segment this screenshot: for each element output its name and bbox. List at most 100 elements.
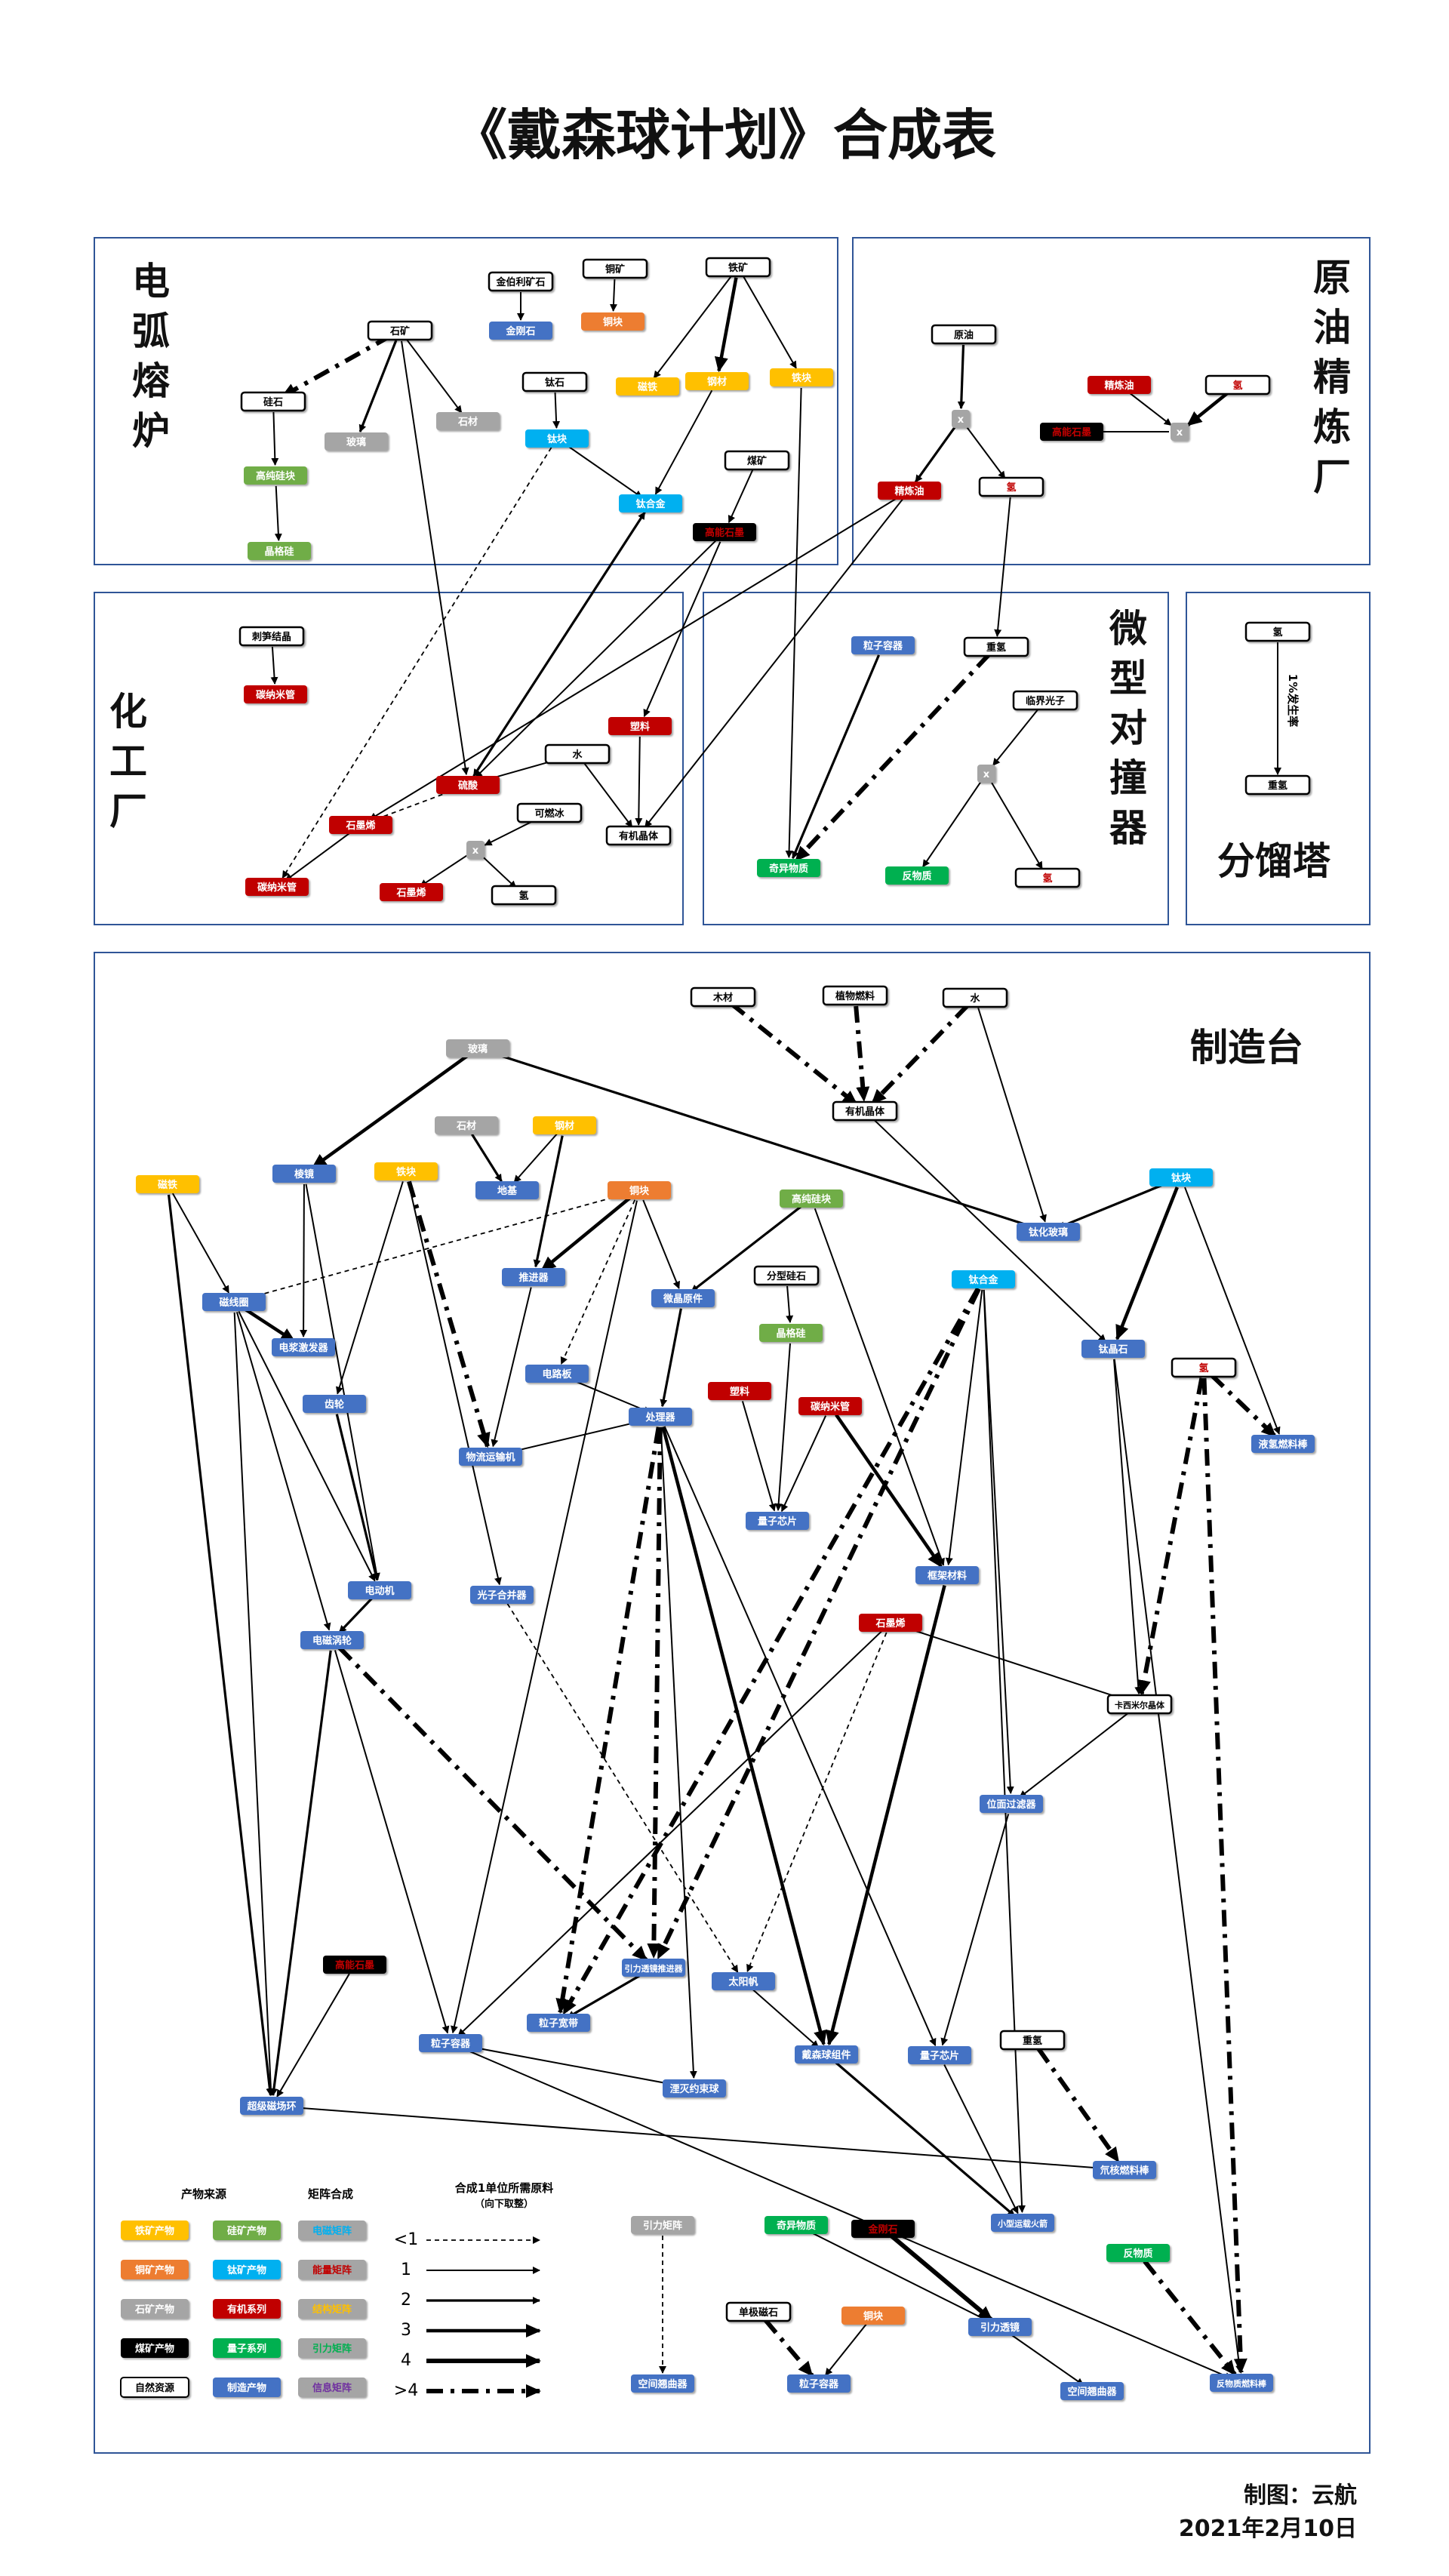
node-z_tialloy: 钛合金 xyxy=(952,1270,1015,1288)
node-a_stone: 石矿 xyxy=(367,320,433,341)
node-label: 分型硅石 xyxy=(767,1270,806,1282)
node-m_anti: 反物质 xyxy=(885,866,949,885)
node-z_casimir: 卡西米尔晶体 xyxy=(1106,1694,1173,1715)
edge-c_acid-to-a_tialloy xyxy=(472,511,646,777)
node-label: 棱镜 xyxy=(294,1168,314,1180)
node-label: 物流运输机 xyxy=(466,1451,515,1463)
node-z_cuingot2: 铜块 xyxy=(841,2307,905,2325)
legend-matrix-swatch-0 xyxy=(298,2221,366,2240)
node-c_water: 水 xyxy=(544,743,611,765)
edge-r_refoil-to-c_graphene1 xyxy=(369,495,901,820)
edge-c_x-to-c_h xyxy=(482,856,517,889)
node-m_x: x xyxy=(977,765,995,783)
legend-source-label: 有机系列 xyxy=(227,2304,266,2316)
node-c_x: x xyxy=(466,841,485,859)
edge-r_refoil-to-c_organic xyxy=(644,498,904,828)
node-z_circuit: 电路板 xyxy=(525,1365,589,1383)
edge-z_cuingot-to-z_circuit xyxy=(560,1199,636,1365)
node-z_steel: 钢材 xyxy=(533,1116,596,1134)
node-label: x xyxy=(983,769,990,780)
node-label: 引力透镜推进器 xyxy=(625,1963,684,1974)
legend-source-label: 量子系列 xyxy=(227,2343,266,2355)
edge-z_turbine-to-z_supermag xyxy=(269,1650,332,2097)
edge-z_diamond-to-z_gravlens2 xyxy=(889,2233,994,2322)
date-label: 2021年2月10日 xyxy=(1178,2516,1357,2542)
edge-z_steel-to-z_thruster xyxy=(533,1135,564,1268)
node-z_fracsi: 分型硅石 xyxy=(753,1265,820,1286)
node-label: 铁块 xyxy=(395,1166,417,1178)
edge-c_water-to-c_organic xyxy=(583,762,633,828)
edge-z_wood-to-z_organic xyxy=(730,1002,858,1106)
edge-m_x-to-m_anti xyxy=(922,782,981,868)
edge-z_singlecr-to-z_container2 xyxy=(763,2318,814,2377)
edge-z_nanotube-to-z_frame xyxy=(835,1414,943,1568)
edge-z_gravlens-to-z_deflector xyxy=(567,1971,645,2019)
edge-z_prism-to-z_motor xyxy=(305,1183,380,1581)
edge-a_tiingot-to-a_tialloy xyxy=(565,444,643,498)
node-a_feore: 铁矿 xyxy=(705,257,771,278)
node-label: 水 xyxy=(572,749,583,761)
edge-z_processor-to-z_gravlens xyxy=(647,1426,663,1959)
edge-z_cuingot2-to-z_container2 xyxy=(824,2323,868,2376)
legend-swatch-1 xyxy=(213,2221,281,2240)
edge-z_magnet-to-z_supermag xyxy=(167,1194,274,2097)
node-a_tialloy: 钛合金 xyxy=(619,494,682,512)
node-z_hydrofuel: 液氢燃料棒 xyxy=(1251,1435,1315,1453)
node-label: 硅石 xyxy=(263,396,283,408)
edge-z_processor-to-z_dyson xyxy=(661,1426,827,2046)
panel-fraction xyxy=(1186,592,1371,925)
edge-z_solar-to-z_dyson xyxy=(750,1987,820,2048)
legend-qty-label: 4 xyxy=(401,2351,411,2370)
node-label: 高纯硅块 xyxy=(256,470,296,482)
node-z_ticrystal: 钛晶石 xyxy=(1081,1340,1145,1358)
edge-a_stone-to-a_silicon xyxy=(281,334,392,399)
edge-a_feore-to-a_feingot xyxy=(743,275,797,369)
node-z_graphene: 石墨烯 xyxy=(859,1614,922,1632)
legend-source-title: 产物来源 xyxy=(181,2187,226,2201)
edge-z_thruster-to-z_conveyor xyxy=(491,1287,532,1448)
node-label: 氢 xyxy=(1006,482,1016,494)
node-a_diamond: 金刚石 xyxy=(489,322,552,340)
legend-swatch-0 xyxy=(121,2221,189,2240)
node-z_spacewarp1: 空间翘曲器 xyxy=(631,2374,694,2393)
node-c_ice: 可燃冰 xyxy=(516,802,583,823)
edge-z_processor-to-z_qchip xyxy=(663,1426,937,2047)
legend-qty-title: 合成1单位所需原料 xyxy=(454,2181,553,2195)
panel-assembler xyxy=(94,952,1371,2454)
node-label: 磁铁 xyxy=(638,381,657,393)
node-label: 精炼油 xyxy=(1104,380,1134,392)
node-z_glass: 玻璃 xyxy=(446,1039,509,1057)
edge-z_ticrystal-to-z_casimir xyxy=(1113,1359,1143,1695)
edge-c_graphene1-to-c_nanotube2 xyxy=(285,830,353,882)
node-m_deut: 重氢 xyxy=(963,636,1029,657)
node-label: 电磁涡轮 xyxy=(312,1635,352,1647)
node-z_coil: 磁线圈 xyxy=(202,1293,266,1311)
edge-z_hpsi-to-z_frame xyxy=(814,1208,945,1566)
legend-swatch-9 xyxy=(213,2377,281,2397)
node-z_cuingot: 铜块 xyxy=(608,1181,671,1199)
node-label: 水 xyxy=(970,993,980,1005)
node-label: 处理器 xyxy=(645,1411,675,1423)
node-label: 小型运载火箭 xyxy=(997,2218,1048,2229)
node-label: 铜块 xyxy=(602,316,623,328)
node-label: x xyxy=(958,414,964,426)
edge-z_processor-to-z_deflector xyxy=(555,1426,661,2014)
node-label: 反物质燃料棒 xyxy=(1217,2378,1267,2389)
edge-z_tialloy-to-z_deflector xyxy=(561,1287,980,2015)
node-label: 湮灭约束球 xyxy=(669,2083,719,2095)
edge-z_hpsi-to-z_micro xyxy=(691,1204,804,1293)
edge-z_motor-to-z_turbine xyxy=(338,1597,374,1633)
edge-a_steel-to-a_tialloy xyxy=(654,389,713,495)
node-label: 磁线圈 xyxy=(219,1297,248,1309)
node-label: 奇异物质 xyxy=(769,863,808,875)
legend-matrix-swatch-3 xyxy=(298,2338,366,2358)
node-label: 空间翘曲器 xyxy=(1067,2386,1117,2398)
legend-swatch-3 xyxy=(213,2260,281,2279)
edge-z_tialloy-to-z_filter xyxy=(983,1289,1014,1795)
node-label: 精炼油 xyxy=(894,485,924,497)
node-label: 刺笋结晶 xyxy=(252,631,291,643)
edge-z_strange-to-z_gravlens2 xyxy=(805,2229,992,2323)
edge-a_coal-to-a_graphite xyxy=(728,469,754,524)
node-z_nanotube: 碳纳米管 xyxy=(798,1397,862,1415)
node-c_graphene1: 石墨烯 xyxy=(329,816,392,834)
